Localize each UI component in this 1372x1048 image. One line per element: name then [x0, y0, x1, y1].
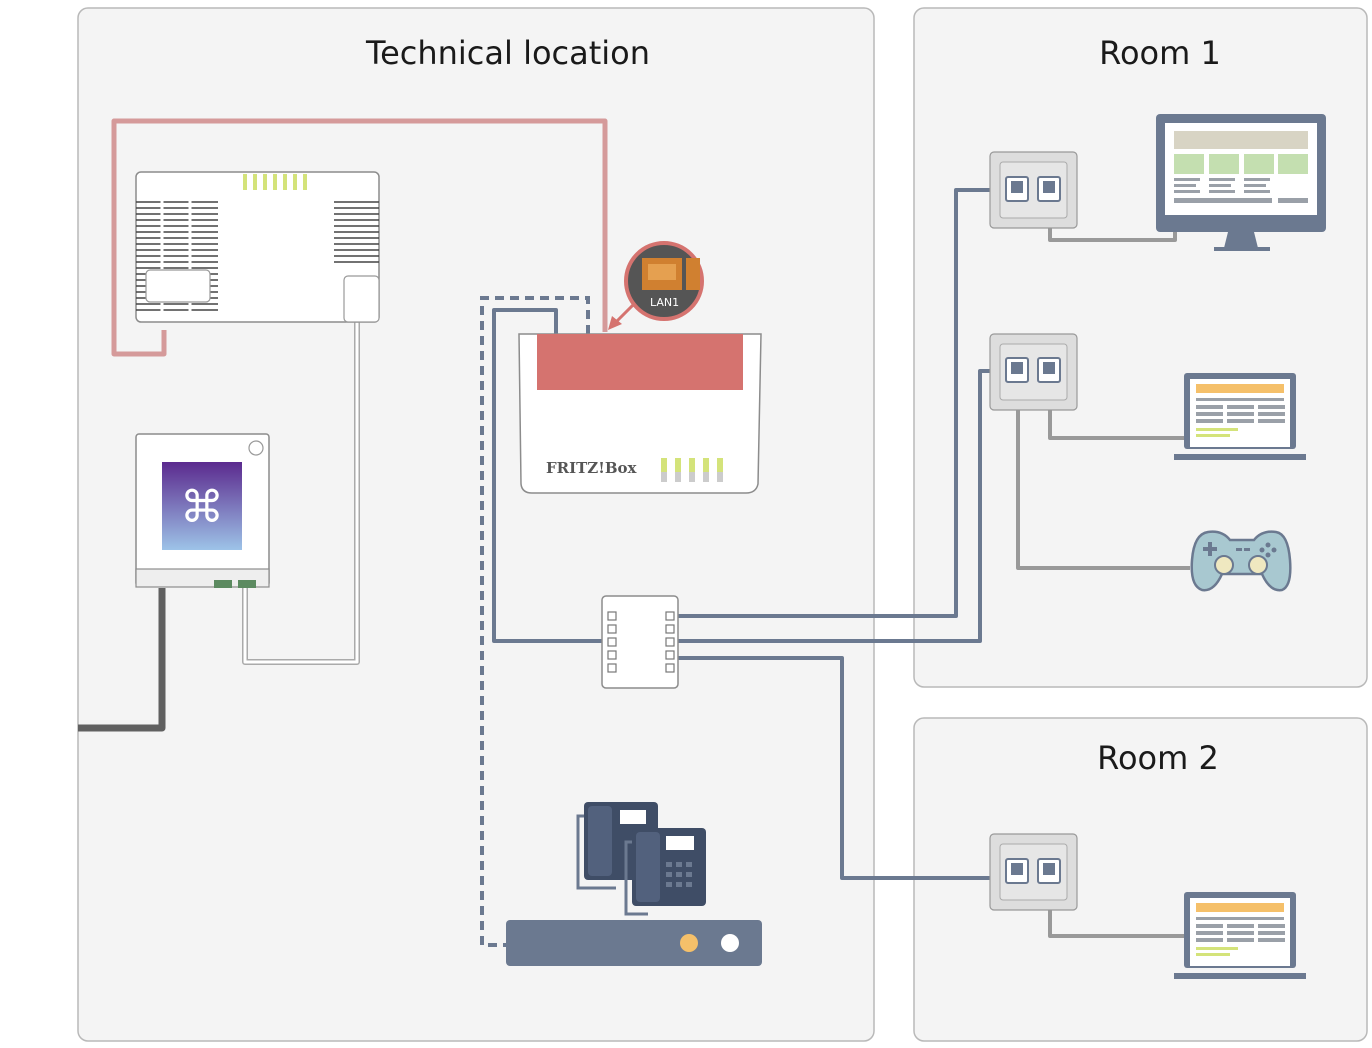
- laptop-icon: [1174, 892, 1306, 979]
- wall-socket-icon: [989, 151, 1078, 229]
- wall-socket-icon: [989, 333, 1078, 411]
- dsl-cable: [111, 118, 608, 357]
- cable-gamepad: [1016, 372, 1190, 570]
- desk-phone-icon: [576, 802, 706, 916]
- laptop-icon: [1174, 373, 1306, 460]
- cable-room1-socket2: [671, 369, 990, 643]
- dashed-cable: [480, 296, 590, 947]
- gamepad-icon: [1190, 530, 1292, 592]
- wall-socket-icon: [989, 833, 1078, 911]
- modem-icon: [135, 171, 380, 323]
- cable-room2-socket: [671, 656, 990, 880]
- media-converter-icon: ⌘: [135, 433, 270, 588]
- patch-panel-icon: [601, 595, 679, 689]
- technical-location-title: Technical location: [365, 34, 650, 72]
- router-icon: FRITZ!Box: [518, 333, 762, 494]
- room1-title: Room 1: [1099, 34, 1221, 72]
- room2-title: Room 2: [1097, 739, 1219, 777]
- pbx-icon: [506, 920, 762, 966]
- lan1-callout: LAN1: [608, 241, 704, 330]
- svg-text:⌘: ⌘: [180, 482, 224, 533]
- monitor-icon: [1156, 114, 1326, 251]
- lan1-label: LAN1: [650, 296, 679, 309]
- cable-room1-socket1: [671, 188, 990, 618]
- lan-cable-router-patch: [492, 308, 610, 643]
- ground-cable: [78, 588, 166, 732]
- router-brand-label: FRITZ!Box: [546, 459, 638, 477]
